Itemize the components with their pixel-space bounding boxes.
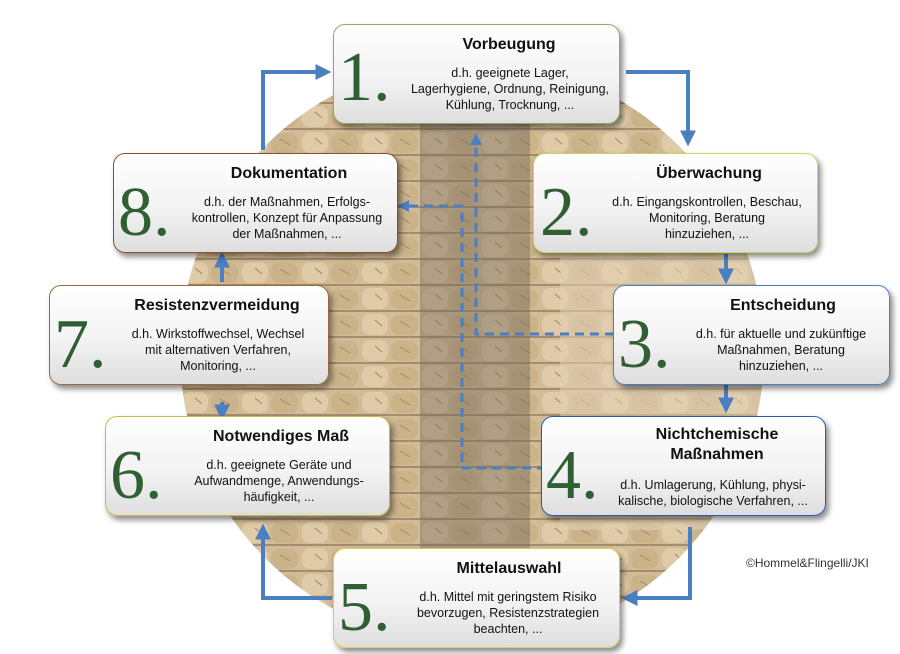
step-8-box: 8. Dokumentation d.h. der Maßnahmen, Erf… (113, 153, 398, 253)
arrow-5-to-6 (255, 523, 332, 600)
arrow-8-to-1 (261, 64, 332, 150)
step-5-description: d.h. Mittel mit geringstem Risiko bevorz… (416, 590, 600, 636)
step-5-number: 5. (338, 569, 391, 646)
arrow-1-to-2 (626, 70, 696, 147)
step-3-box: 3. Entscheidung d.h. für aktuelle und zu… (613, 285, 890, 385)
step-8-description: d.h. der Maßnahmen, Erfolgs- kontrollen,… (191, 195, 383, 241)
step-1-box: 1. Vorbeugung d.h. geeignete Lager, Lage… (333, 24, 620, 124)
step-4-description: d.h. Umlagerung, Kühlung, physi- kalisch… (618, 478, 808, 508)
arrow-4-to-8 (397, 200, 546, 470)
step-1-title: Vorbeugung (462, 36, 556, 53)
step-1-number: 1. (338, 39, 391, 116)
arrow-3-to-1 (470, 133, 614, 336)
step-8-title: Dokumentation (230, 165, 348, 182)
step-8-number: 8. (118, 174, 171, 251)
step-7-description: d.h. Wirkstoffwechsel, Wechsel mit alter… (131, 327, 305, 373)
step-3-title: Entscheidung (730, 297, 836, 314)
step-4-number: 4. (546, 437, 599, 514)
step-2-number: 2. (540, 174, 593, 251)
step-3-number: 3. (618, 306, 671, 383)
step-2-description: d.h. Eingangskontrollen, Beschau, Monito… (612, 195, 802, 241)
step-7-number: 7. (54, 306, 107, 383)
copyright-notice: ©Hommel&Flingelli/JKI (746, 556, 869, 570)
step-1-description: d.h. geeignete Lager, Lagerhygiene, Ordn… (410, 66, 610, 112)
step-7-title: Resistenzvermeidung (134, 297, 300, 314)
step-5-title: Mittelauswahl (456, 560, 562, 577)
arrow-4-to-5 (621, 527, 692, 606)
step-2-title: Überwachung (656, 165, 762, 182)
cycle-arrows (214, 64, 734, 606)
step-6-title: Notwendiges Maß (212, 428, 349, 445)
step-6-description: d.h. geeignete Geräte und Aufwandmenge, … (194, 458, 364, 504)
step-7-box: 7. Resistenzvermeidung d.h. Wirkstoffwec… (49, 285, 329, 385)
step-6-number: 6. (110, 437, 163, 514)
step-4-title: Nichtchemische Maßnahmen (655, 426, 779, 463)
step-3-description: d.h. für aktuelle und zukünftige Maßnahm… (695, 327, 867, 373)
step-6-box: 6. Notwendiges Maß d.h. geeignete Geräte… (105, 416, 390, 516)
feedback-arrows (397, 133, 614, 470)
step-4-box: 4. Nichtchemische Maßnahmen d.h. Umlager… (541, 416, 826, 516)
step-2-box: 2. Überwachung d.h. Eingangskontrollen, … (533, 153, 818, 253)
step-5-box: 5. Mittelauswahl d.h. Mittel mit gerings… (333, 548, 620, 648)
